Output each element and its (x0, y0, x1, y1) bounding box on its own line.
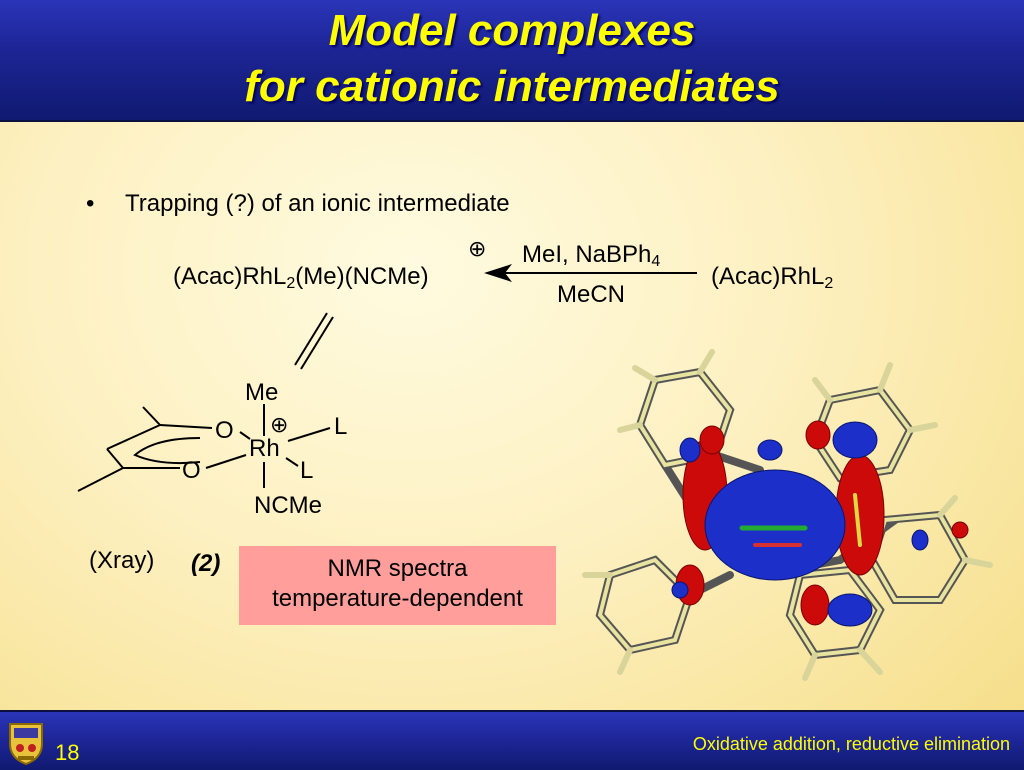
rhodium-charge: ⊕ (270, 412, 289, 437)
acetonitrile-label: NCMe (254, 492, 323, 519)
arrow-left-icon (484, 264, 697, 282)
ligand-bottom-label: L (300, 457, 314, 484)
page-number: 18 (55, 740, 80, 765)
rhodium-label: Rh (249, 435, 280, 462)
bullet-text: Trapping (?) of an ionic intermediate (125, 190, 510, 217)
reactant-subscript: 2 (824, 275, 834, 292)
slide-title-line1: Model complexes (328, 6, 696, 55)
nmr-note-box: NMR spectra temperature-dependent (239, 546, 556, 625)
nmr-note-line1: NMR spectra (327, 555, 468, 582)
reactant-formula: (Acac)RhL2 (711, 265, 833, 292)
oxygen-bottom-label: O (182, 457, 201, 484)
product-main: (Acac)RhL (173, 263, 287, 290)
product-subscript: 2 (286, 275, 296, 292)
compound-number: (2) (191, 550, 221, 577)
xray-label: (Xray) (89, 547, 155, 574)
solvent-label: MeCN (557, 281, 626, 308)
reagent-main: MeI, NaBPh (522, 241, 652, 268)
product-tail: (Me)(NCMe) (295, 263, 429, 290)
rhodium-bonds (205, 404, 331, 488)
reagent-subscript: 4 (651, 253, 661, 270)
slide-footer: 18 Oxidative addition, reductive elimina… (0, 710, 1024, 770)
reagent-label: MeI, NaBPh4 (522, 243, 660, 270)
university-crest-icon (9, 723, 43, 766)
product-formula: (Acac)RhL2(Me)(NCMe) (173, 265, 429, 292)
orbital-model-image (582, 349, 993, 681)
equivalence-bars (294, 312, 334, 370)
nmr-note-line2: temperature-dependent (272, 585, 523, 612)
ligand-top-label: L (334, 413, 348, 440)
methyl-label: Me (245, 379, 279, 406)
acac-ligand-bonds (77, 406, 213, 492)
oxygen-top-label: O (215, 417, 234, 444)
slide-title-line2: for cationic intermediates (244, 62, 780, 111)
product-charge: ⊕ (468, 236, 487, 261)
slide-header: Model complexes for cationic intermediat… (0, 0, 1024, 122)
footer-caption: Oxidative addition, reductive eliminatio… (692, 734, 1010, 754)
bullet-marker: • (86, 190, 95, 217)
reactant-main: (Acac)RhL (711, 263, 825, 290)
